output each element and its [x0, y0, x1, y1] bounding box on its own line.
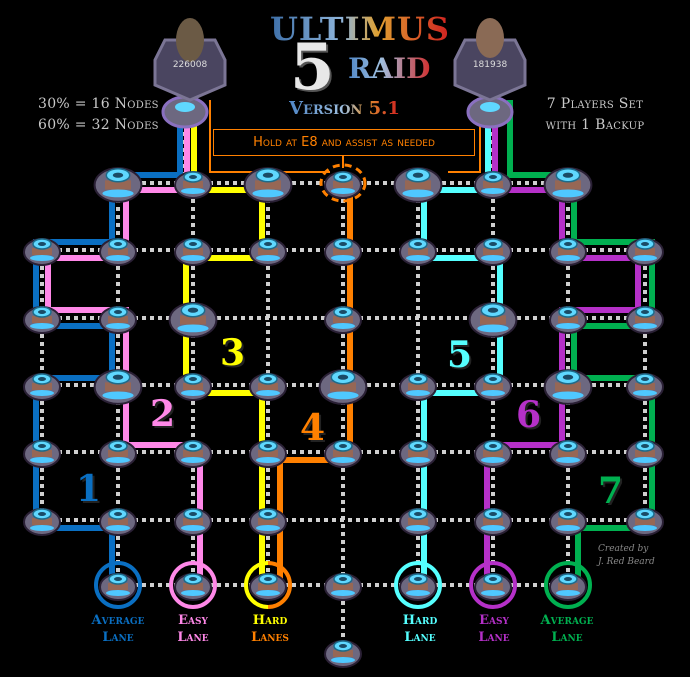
raid-node[interactable]	[93, 369, 143, 405]
raid-node[interactable]	[94, 561, 142, 609]
raid-node[interactable]	[324, 306, 362, 334]
players-set: 7 Players Set	[546, 96, 644, 112]
raid-node[interactable]	[249, 508, 287, 536]
raid-node[interactable]	[99, 440, 137, 468]
lane-4-number: 4	[300, 407, 326, 449]
requirement-60: 60% = 32 Nodes	[38, 117, 159, 133]
raid-node[interactable]	[399, 508, 437, 536]
lane-entry-node	[466, 95, 514, 129]
raid-node[interactable]	[244, 561, 292, 609]
raid-node[interactable]	[23, 440, 61, 468]
raid-node[interactable]	[474, 440, 512, 468]
instruction-box: Hold at E8 and assist as needed	[213, 129, 475, 156]
raid-node[interactable]	[174, 440, 212, 468]
title-number: 5	[290, 30, 335, 105]
raid-node[interactable]	[249, 238, 287, 266]
raid-node[interactable]	[474, 171, 512, 199]
raid-node[interactable]	[168, 302, 218, 338]
raid-node[interactable]	[626, 373, 664, 401]
raid-node[interactable]	[249, 440, 287, 468]
player-setup: 7 Players Set with 1 Backup	[535, 94, 655, 136]
raid-node[interactable]	[544, 561, 592, 609]
raid-node[interactable]	[23, 306, 61, 334]
raid-node[interactable]	[626, 238, 664, 266]
raid-node[interactable]	[324, 640, 362, 668]
raid-node[interactable]	[549, 508, 587, 536]
raid-node[interactable]	[99, 306, 137, 334]
raid-node[interactable]	[469, 561, 517, 609]
raid-node[interactable]	[399, 440, 437, 468]
raid-node[interactable]	[318, 369, 368, 405]
backup-count: with 1 Backup	[545, 117, 645, 133]
raid-node[interactable]	[626, 508, 664, 536]
raid-node[interactable]	[99, 508, 137, 536]
raid-node[interactable]	[543, 369, 593, 405]
raid-node[interactable]	[399, 238, 437, 266]
lane-2-path	[45, 100, 203, 585]
raid-node[interactable]	[23, 373, 61, 401]
raid-node[interactable]	[174, 508, 212, 536]
raid-node[interactable]	[394, 561, 442, 609]
right-player-badge	[453, 18, 527, 102]
lane-1-number: 1	[76, 468, 102, 510]
version-label: Version 5.1	[289, 98, 400, 119]
raid-node[interactable]	[249, 373, 287, 401]
raid-node[interactable]	[324, 238, 362, 266]
raid-node[interactable]	[324, 573, 362, 601]
raid-node[interactable]	[174, 238, 212, 266]
raid-node[interactable]	[169, 561, 217, 609]
lane-6-number: 6	[516, 394, 542, 436]
player-avatar-icon	[476, 18, 504, 58]
lane-2-number: 2	[150, 393, 176, 435]
raid-node[interactable]	[549, 306, 587, 334]
raid-node[interactable]	[626, 440, 664, 468]
raid-node[interactable]	[393, 167, 443, 203]
right-player-score: 181938	[472, 60, 508, 70]
title-raid: RAID	[348, 52, 431, 85]
raid-node[interactable]	[99, 238, 137, 266]
raid-node[interactable]	[474, 373, 512, 401]
lane-entry-node	[161, 95, 209, 129]
lane-3-number: 3	[220, 332, 246, 374]
left-player-badge	[153, 18, 227, 102]
groot-avatar-icon	[176, 18, 204, 62]
raid-node[interactable]	[549, 440, 587, 468]
raid-node[interactable]	[93, 167, 143, 203]
raid-node[interactable]	[399, 373, 437, 401]
title-ultimus: ULTIMUS	[270, 10, 451, 48]
lane-7-number: 7	[598, 470, 624, 512]
lane-5-number: 5	[447, 334, 473, 376]
nodes	[23, 95, 664, 668]
node-requirements: 30% = 16 Nodes 60% = 32 Nodes	[38, 94, 159, 136]
raid-node[interactable]	[23, 508, 61, 536]
raid-node[interactable]	[243, 167, 293, 203]
raid-node[interactable]	[23, 238, 61, 266]
lane-6-path	[484, 100, 641, 585]
raid-node[interactable]	[174, 373, 212, 401]
raid-node[interactable]	[474, 508, 512, 536]
raid-node[interactable]	[174, 171, 212, 199]
raid-node[interactable]	[549, 238, 587, 266]
raid-node[interactable]	[319, 163, 367, 203]
raid-node[interactable]	[474, 238, 512, 266]
left-player-score: 226008	[172, 60, 208, 70]
raid-node[interactable]	[468, 302, 518, 338]
lane-4-box-left	[209, 100, 330, 173]
raid-node[interactable]	[626, 306, 664, 334]
raid-node[interactable]	[543, 167, 593, 203]
raid-node[interactable]	[324, 440, 362, 468]
requirement-30: 30% = 16 Nodes	[38, 96, 159, 112]
